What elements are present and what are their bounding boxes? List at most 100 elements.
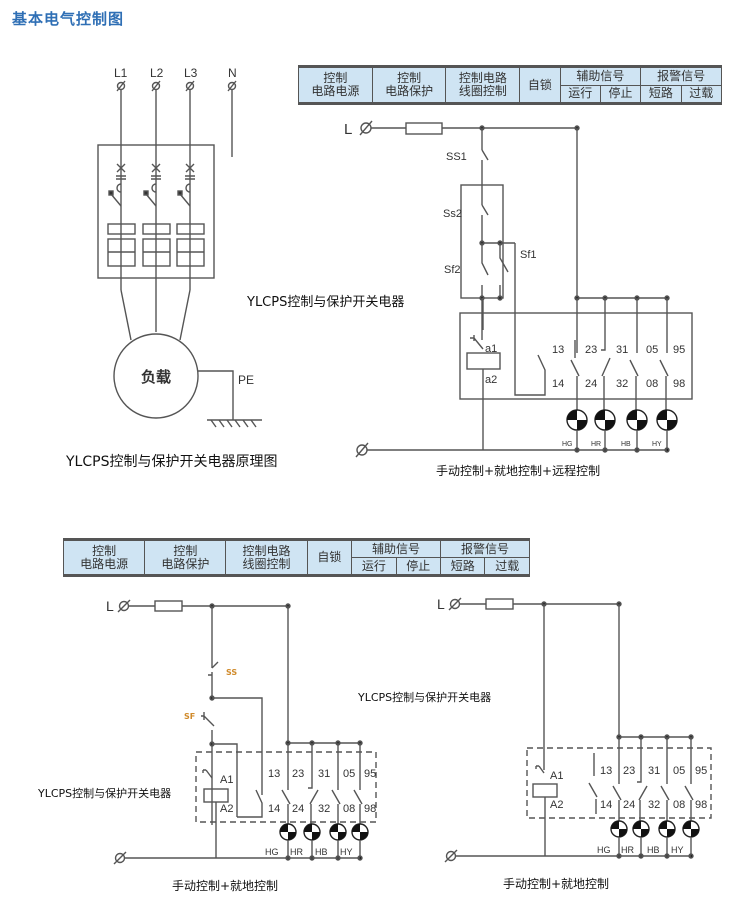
indicator-lamps	[610, 820, 700, 859]
svg-text:32: 32	[648, 799, 660, 811]
svg-text:14: 14	[600, 799, 612, 811]
alarm-signal-header: 报警信号	[640, 66, 722, 86]
svg-text:95: 95	[673, 344, 685, 356]
svg-text:HB: HB	[621, 441, 631, 448]
svg-text:13: 13	[268, 768, 280, 780]
lamp-hg-icon	[566, 409, 588, 453]
coil-label: a2	[485, 374, 497, 386]
diagram1-caption: 手动控制+就地控制+远程控制	[436, 464, 601, 478]
signal-table-top: 控制电路电源 控制电路保护 控制电路线圈控制 自锁 辅助信号 报警信号 运行 停…	[298, 65, 723, 105]
coil-label: A1	[220, 774, 233, 786]
switch-sf1-icon	[499, 243, 509, 298]
svg-text:31: 31	[616, 344, 628, 356]
svg-text:HY: HY	[340, 847, 353, 857]
control-diagram-3: L A1 A2 13 23 31 05 95 14 24 32	[437, 596, 712, 863]
terminal-icon	[355, 442, 369, 458]
aux-run: 运行	[351, 557, 397, 576]
coil-label: A2	[220, 803, 233, 815]
switch-ss-icon	[208, 661, 219, 700]
aux-signal-header: 辅助信号	[351, 539, 442, 558]
switch-label: Ss2	[443, 208, 462, 220]
terminal-contacts	[570, 298, 669, 421]
principle-diagram: L1 L2 L3 N	[97, 66, 262, 428]
alarm-overload: 过载	[484, 557, 530, 576]
svg-text:95: 95	[364, 768, 376, 780]
svg-text:HY: HY	[671, 845, 684, 855]
aux-signal-header: 辅助信号	[559, 66, 642, 86]
switch-label: SS	[226, 668, 237, 677]
principle-caption: YLCPS控制与保护开关电器原理图	[66, 454, 278, 470]
col-control-protect: 控制电路保护	[144, 539, 227, 576]
switch-label: Sf1	[520, 249, 537, 261]
contact-switch-icon	[108, 190, 191, 207]
svg-text:14: 14	[552, 378, 564, 390]
svg-text:HB: HB	[315, 847, 328, 857]
svg-text:HR: HR	[290, 847, 303, 857]
fuse-icon	[154, 600, 183, 612]
svg-text:32: 32	[616, 378, 628, 390]
svg-text:98: 98	[364, 803, 376, 815]
col-control-power: 控制电路电源	[62, 539, 146, 576]
svg-text:14: 14	[268, 803, 280, 815]
phase-label: N	[228, 66, 237, 80]
phase-label: L1	[114, 66, 128, 80]
switch-label: SF	[184, 712, 195, 721]
svg-text:HG: HG	[597, 845, 611, 855]
switch-sf2-icon	[481, 243, 489, 298]
diagram2-caption: 手动控制+就地控制	[172, 879, 279, 893]
signal-table-bottom: 控制电路电源 控制电路保护 控制电路线圈控制 自锁 辅助信号 报警信号 运行 停…	[62, 538, 530, 577]
svg-text:08: 08	[673, 799, 685, 811]
svg-text:98: 98	[695, 799, 707, 811]
aux-stop: 停止	[599, 84, 642, 104]
lamp-hy-icon	[656, 409, 678, 453]
terminal-contacts	[281, 743, 363, 830]
svg-text:05: 05	[646, 344, 658, 356]
lamp-labels: HG HR HB HY	[265, 847, 353, 857]
fuse-icon	[405, 122, 443, 135]
svg-text:08: 08	[343, 803, 355, 815]
thermal-relay-icon	[107, 223, 205, 267]
alarm-short: 短路	[640, 84, 682, 104]
control-diagram-2: L SS SF A1 A2 13 23 31	[106, 598, 377, 865]
switch-ss2-icon	[481, 204, 489, 243]
switch-label: Sf2	[444, 264, 461, 276]
coil-icon	[532, 783, 558, 798]
svg-text:95: 95	[695, 765, 707, 777]
phase-label: L3	[184, 66, 198, 80]
svg-text:23: 23	[623, 765, 635, 777]
terminal-icon	[359, 120, 373, 136]
svg-text:23: 23	[585, 344, 597, 356]
device-box	[459, 312, 693, 400]
phase-label: L2	[150, 66, 164, 80]
svg-text:32: 32	[318, 803, 330, 815]
lamp-hb-icon	[658, 820, 676, 859]
svg-text:98: 98	[673, 378, 685, 390]
svg-text:24: 24	[585, 378, 597, 390]
lamp-hy-icon	[682, 820, 700, 859]
lamp-labels: HG HR HB HY	[562, 441, 662, 448]
svg-text:HR: HR	[621, 845, 634, 855]
col-coil-control: 控制电路线圈控制	[225, 539, 308, 576]
svg-text:HY: HY	[652, 441, 662, 448]
load-label: 负载	[141, 368, 171, 386]
svg-text:24: 24	[623, 799, 635, 811]
terminal-numbers: 13 23 31 05 95 14 24 32 08 98	[600, 765, 707, 811]
lamp-hy-icon	[351, 823, 369, 861]
svg-text:13: 13	[600, 765, 612, 777]
svg-text:HR: HR	[591, 441, 601, 448]
indicator-lamps	[279, 823, 369, 861]
col-coil-control: 控制电路线圈控制	[445, 66, 521, 104]
svg-text:31: 31	[648, 765, 660, 777]
svg-text:HG: HG	[265, 847, 279, 857]
device-box	[195, 751, 377, 823]
svg-text:24: 24	[292, 803, 304, 815]
lamp-hr-icon	[632, 820, 650, 859]
switch-sf-icon	[201, 712, 215, 825]
svg-text:31: 31	[318, 768, 330, 780]
svg-text:HG: HG	[562, 441, 573, 448]
coil-label: A1	[550, 770, 563, 782]
col-self-lock: 自锁	[306, 539, 353, 576]
aux-run: 运行	[559, 84, 601, 104]
ground-icon	[207, 419, 262, 428]
